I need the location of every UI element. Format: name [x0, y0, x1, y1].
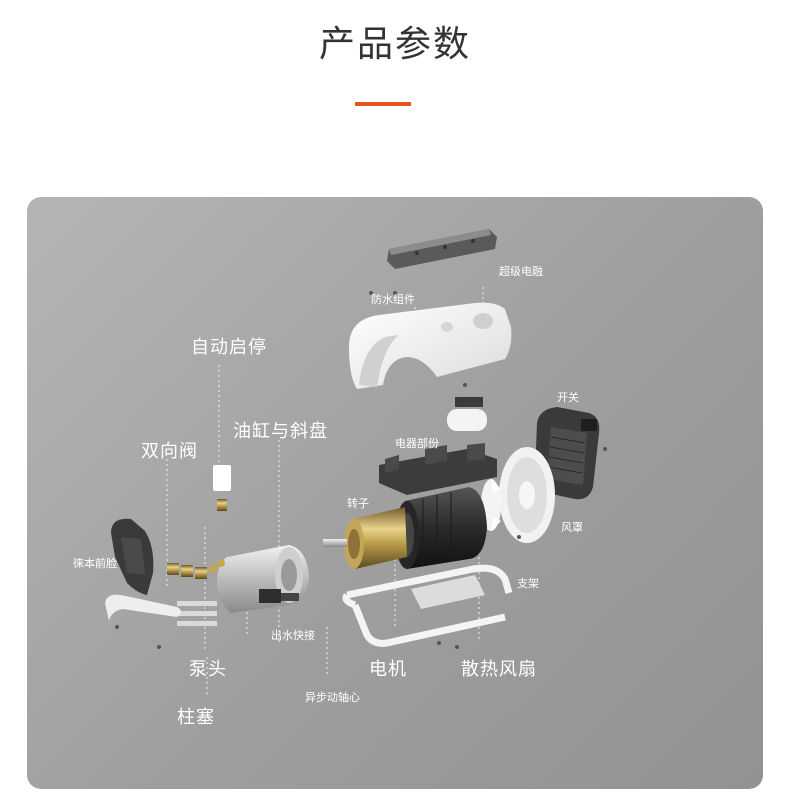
label-outlet: 出水快接	[271, 629, 315, 642]
label-check-valve: 双向阀	[141, 441, 198, 462]
white-housing-part	[349, 302, 512, 389]
label-async-shaft: 异步动轴心	[305, 691, 360, 704]
electrical-tray-part	[379, 443, 497, 495]
plunger-parts	[177, 559, 225, 626]
label-auto-stop: 自动启停	[191, 337, 267, 358]
title-underline	[355, 102, 411, 106]
check-valve-part	[167, 563, 207, 579]
label-super-fuse: 超级电融	[499, 265, 543, 278]
label-waterproof: 防水组件	[371, 293, 415, 306]
pump-head-part	[217, 545, 309, 613]
clamp-part	[105, 594, 181, 621]
exploded-diagram-illustration	[105, 229, 607, 697]
front-face-plate-part	[111, 518, 154, 595]
screws	[115, 291, 607, 649]
label-face-plate: 徕本前脸	[73, 557, 117, 570]
top-lid-part	[387, 229, 497, 269]
auto-stop-part	[213, 465, 231, 511]
label-plunger: 柱塞	[177, 707, 215, 728]
label-fan-cover: 风罩	[561, 521, 583, 534]
fan-cover-part	[499, 447, 555, 543]
label-rotor: 转子	[347, 497, 369, 510]
label-cylinder: 油缸与斜盘	[233, 421, 328, 442]
bracket-part	[342, 564, 513, 647]
capacitor-part	[447, 397, 487, 431]
page-title: 产品参数	[318, 24, 471, 65]
motor-body-part	[395, 487, 487, 569]
exploded-diagram-panel: 超级电融 防水组件 自动启停 开关 油缸与斜盘 电器部份 双向阀 转子 风罩 徕…	[27, 197, 763, 789]
rotor-part	[323, 507, 407, 569]
bracket-plate-part	[411, 575, 485, 609]
label-bracket: 支架	[517, 577, 539, 590]
label-electrical: 电器部份	[395, 437, 439, 450]
label-pump-head: 泵头	[189, 659, 227, 680]
label-switch: 开关	[557, 391, 579, 404]
label-motor: 电机	[369, 659, 407, 680]
label-cooling-fan: 散热风扇	[461, 659, 537, 680]
